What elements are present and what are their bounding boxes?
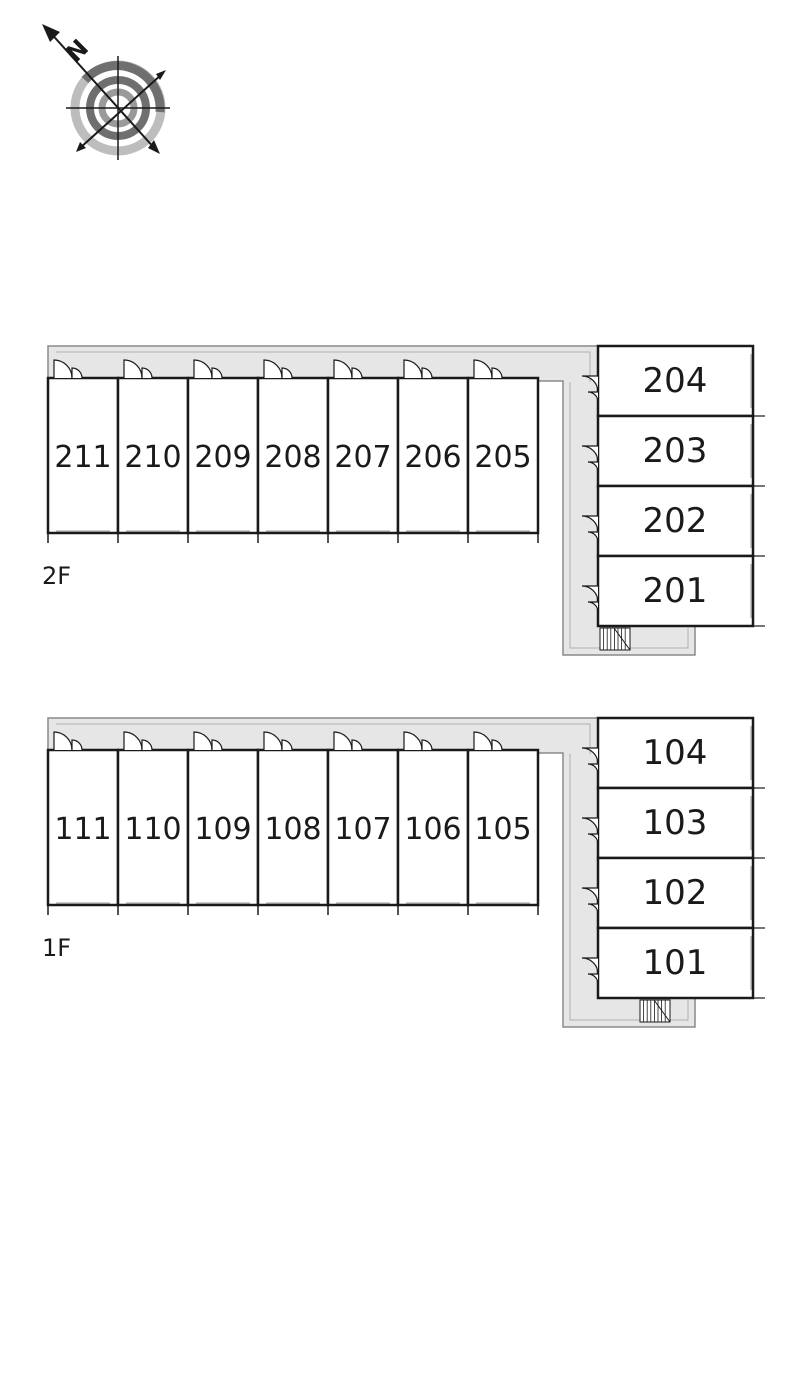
- door-icon: [473, 359, 503, 379]
- door-icon: [581, 747, 599, 775]
- door-icon: [581, 957, 599, 985]
- room-number: 209: [194, 440, 251, 475]
- room-number: 103: [643, 803, 708, 843]
- room-number: 105: [474, 812, 531, 847]
- door-icon: [581, 585, 599, 613]
- room-number: 108: [264, 812, 321, 847]
- room-108[interactable]: 108: [256, 731, 330, 915]
- room-103[interactable]: 103: [581, 786, 765, 860]
- room-number: 211: [54, 440, 111, 475]
- floor-label: 1F: [42, 934, 71, 962]
- room-105[interactable]: 105: [466, 731, 540, 915]
- room-111[interactable]: 111: [46, 731, 120, 915]
- room-207[interactable]: 207: [326, 359, 400, 543]
- door-icon: [581, 515, 599, 543]
- room-102[interactable]: 102: [581, 856, 765, 930]
- room-number: 104: [643, 733, 708, 773]
- room-number: 101: [643, 943, 708, 983]
- room-number: 206: [404, 440, 461, 475]
- door-icon: [193, 359, 223, 379]
- room-206[interactable]: 206: [396, 359, 470, 543]
- room-number: 106: [404, 812, 461, 847]
- room-number: 203: [643, 431, 708, 471]
- room-211[interactable]: 211: [46, 359, 120, 543]
- room-number: 110: [124, 812, 181, 847]
- room-202[interactable]: 202: [581, 484, 765, 558]
- room-201[interactable]: 201: [581, 554, 765, 628]
- door-icon: [581, 817, 599, 845]
- room-210[interactable]: 210: [116, 359, 190, 543]
- door-icon: [581, 375, 599, 403]
- room-106[interactable]: 106: [396, 731, 470, 915]
- room-109[interactable]: 109: [186, 731, 260, 915]
- room-104[interactable]: 104: [581, 716, 765, 790]
- floor-label: 2F: [42, 562, 71, 590]
- door-icon: [263, 731, 293, 751]
- room-208[interactable]: 208: [256, 359, 330, 543]
- room-number: 109: [194, 812, 251, 847]
- floor-1f: 111 110 109 108 107 106 105 104 103 102 101 1F: [42, 716, 765, 1028]
- room-101[interactable]: 101: [581, 926, 765, 1000]
- door-icon: [333, 731, 363, 751]
- room-number: 204: [643, 361, 708, 401]
- room-number: 202: [643, 501, 708, 541]
- room-110[interactable]: 110: [116, 731, 190, 915]
- room-number: 201: [643, 571, 708, 611]
- floor-2f: 211 210 209 208 207 206 205 204 203 202 201 2F: [42, 344, 765, 656]
- door-icon: [53, 359, 83, 379]
- compass-north-label: N: [60, 34, 94, 68]
- door-icon: [123, 359, 153, 379]
- room-203[interactable]: 203: [581, 414, 765, 488]
- door-icon: [263, 359, 293, 379]
- room-number: 102: [643, 873, 708, 913]
- room-107[interactable]: 107: [326, 731, 400, 915]
- door-icon: [53, 731, 83, 751]
- door-icon: [473, 731, 503, 751]
- door-icon: [333, 359, 363, 379]
- room-209[interactable]: 209: [186, 359, 260, 543]
- door-icon: [403, 731, 433, 751]
- room-number: 207: [334, 440, 391, 475]
- door-icon: [123, 731, 153, 751]
- room-number: 210: [124, 440, 181, 475]
- room-204[interactable]: 204: [581, 344, 765, 418]
- door-icon: [581, 887, 599, 915]
- room-number: 208: [264, 440, 321, 475]
- stairs-icon: [599, 627, 631, 651]
- door-icon: [581, 445, 599, 473]
- room-205[interactable]: 205: [466, 359, 540, 543]
- room-number: 205: [474, 440, 531, 475]
- stairs-icon: [639, 999, 671, 1023]
- room-number: 107: [334, 812, 391, 847]
- door-icon: [403, 359, 433, 379]
- room-number: 111: [54, 812, 111, 847]
- door-icon: [193, 731, 223, 751]
- compass-icon: N: [42, 24, 170, 160]
